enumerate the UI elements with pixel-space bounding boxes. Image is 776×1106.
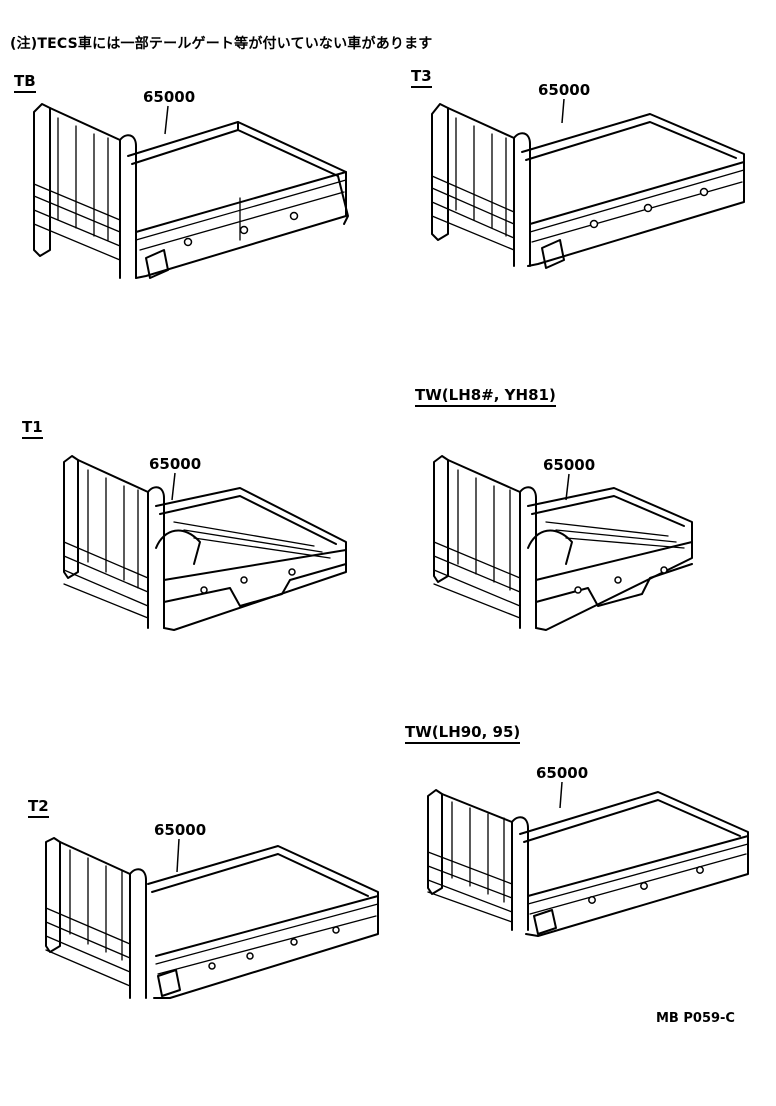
variant-label-tw-lh8: TW(LH8#, YH81) [415, 386, 556, 407]
truck-bed-drawing-tw-lh90 [427, 789, 749, 937]
truck-bed-drawing-tw-lh8 [433, 455, 693, 631]
variant-label-t1: T1 [22, 418, 43, 439]
part-number-t1: 65000 [149, 455, 202, 473]
part-number-tw-lh90: 65000 [536, 764, 589, 782]
variant-label-tb: TB [14, 72, 36, 93]
variant-label-t3: T3 [411, 67, 432, 88]
variant-label-tw-lh90: TW(LH90, 95) [405, 723, 521, 744]
part-number-t2: 65000 [154, 821, 207, 839]
part-number-tw-lh8: 65000 [543, 456, 596, 474]
variant-label-t2: T2 [28, 797, 49, 818]
truck-bed-drawing-t3 [431, 103, 745, 269]
part-number-t3: 65000 [538, 81, 591, 99]
note-text: (注)TECS車には一部テールゲート等が付いていない車があります [10, 36, 433, 52]
truck-bed-drawing-t1 [63, 455, 347, 631]
diagram-code: MB P059-C [656, 1011, 735, 1026]
truck-bed-drawing-t2 [45, 837, 379, 999]
part-number-tb: 65000 [143, 88, 196, 106]
truck-bed-drawing-tb [33, 103, 349, 279]
